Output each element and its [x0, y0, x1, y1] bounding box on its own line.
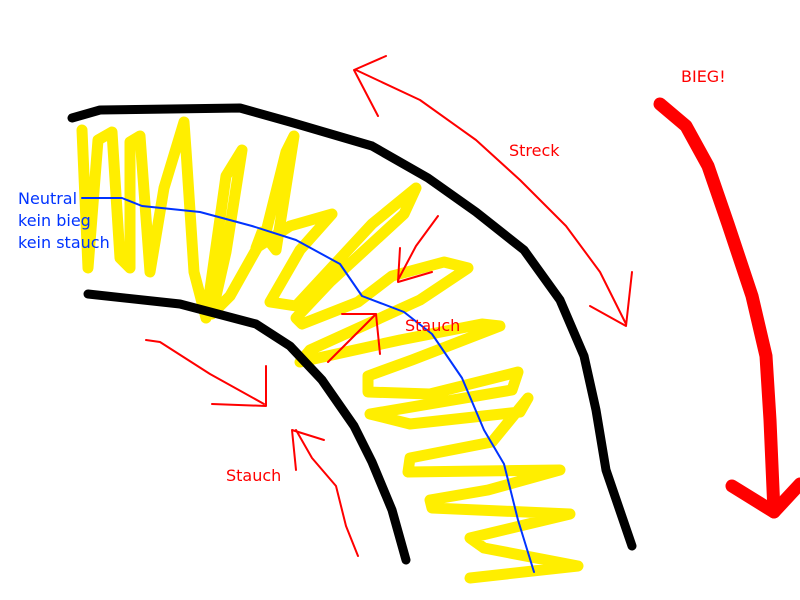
- streck-label: Streck: [509, 141, 560, 160]
- neutral-label-line2: kein bieg: [18, 211, 91, 230]
- streck-arrow-head-top: [353, 55, 387, 117]
- stauch-low-arrow-up-head: [291, 429, 325, 471]
- neutral-label-line1: Neutral: [18, 189, 78, 208]
- stauch-low-arrow-right-head: [211, 365, 267, 407]
- stauch-mid-arrow-lower-head: [341, 313, 381, 355]
- inner-edge-outline: [83, 289, 411, 565]
- streck-arrow-head-bottom: [589, 271, 633, 327]
- neutral-label-line3: kein stauch: [18, 233, 110, 252]
- stauch-middle-label: Stauch: [405, 316, 461, 335]
- neutral-axis-line: [81, 197, 535, 573]
- outer-edge-outline: [67, 103, 637, 551]
- spring-zigzag: [76, 116, 584, 584]
- stauch-mid-arrow-lower: [327, 313, 377, 363]
- stauch-low-arrow-up: [295, 429, 359, 557]
- bieg-label: BIEG!: [681, 67, 726, 86]
- stauch-lower-label: Stauch: [226, 466, 282, 485]
- stauch-mid-arrow-upper: [397, 215, 439, 281]
- neutral-label: Neutral kein bieg kein stauch: [18, 188, 110, 254]
- stauch-mid-arrow-upper-head: [397, 247, 433, 283]
- bieg-arrow-shaft: [653, 97, 781, 519]
- streck-arrow-curve: [355, 69, 627, 325]
- bieg-arrow-head: [725, 477, 800, 519]
- stauch-low-arrow-right: [145, 339, 265, 405]
